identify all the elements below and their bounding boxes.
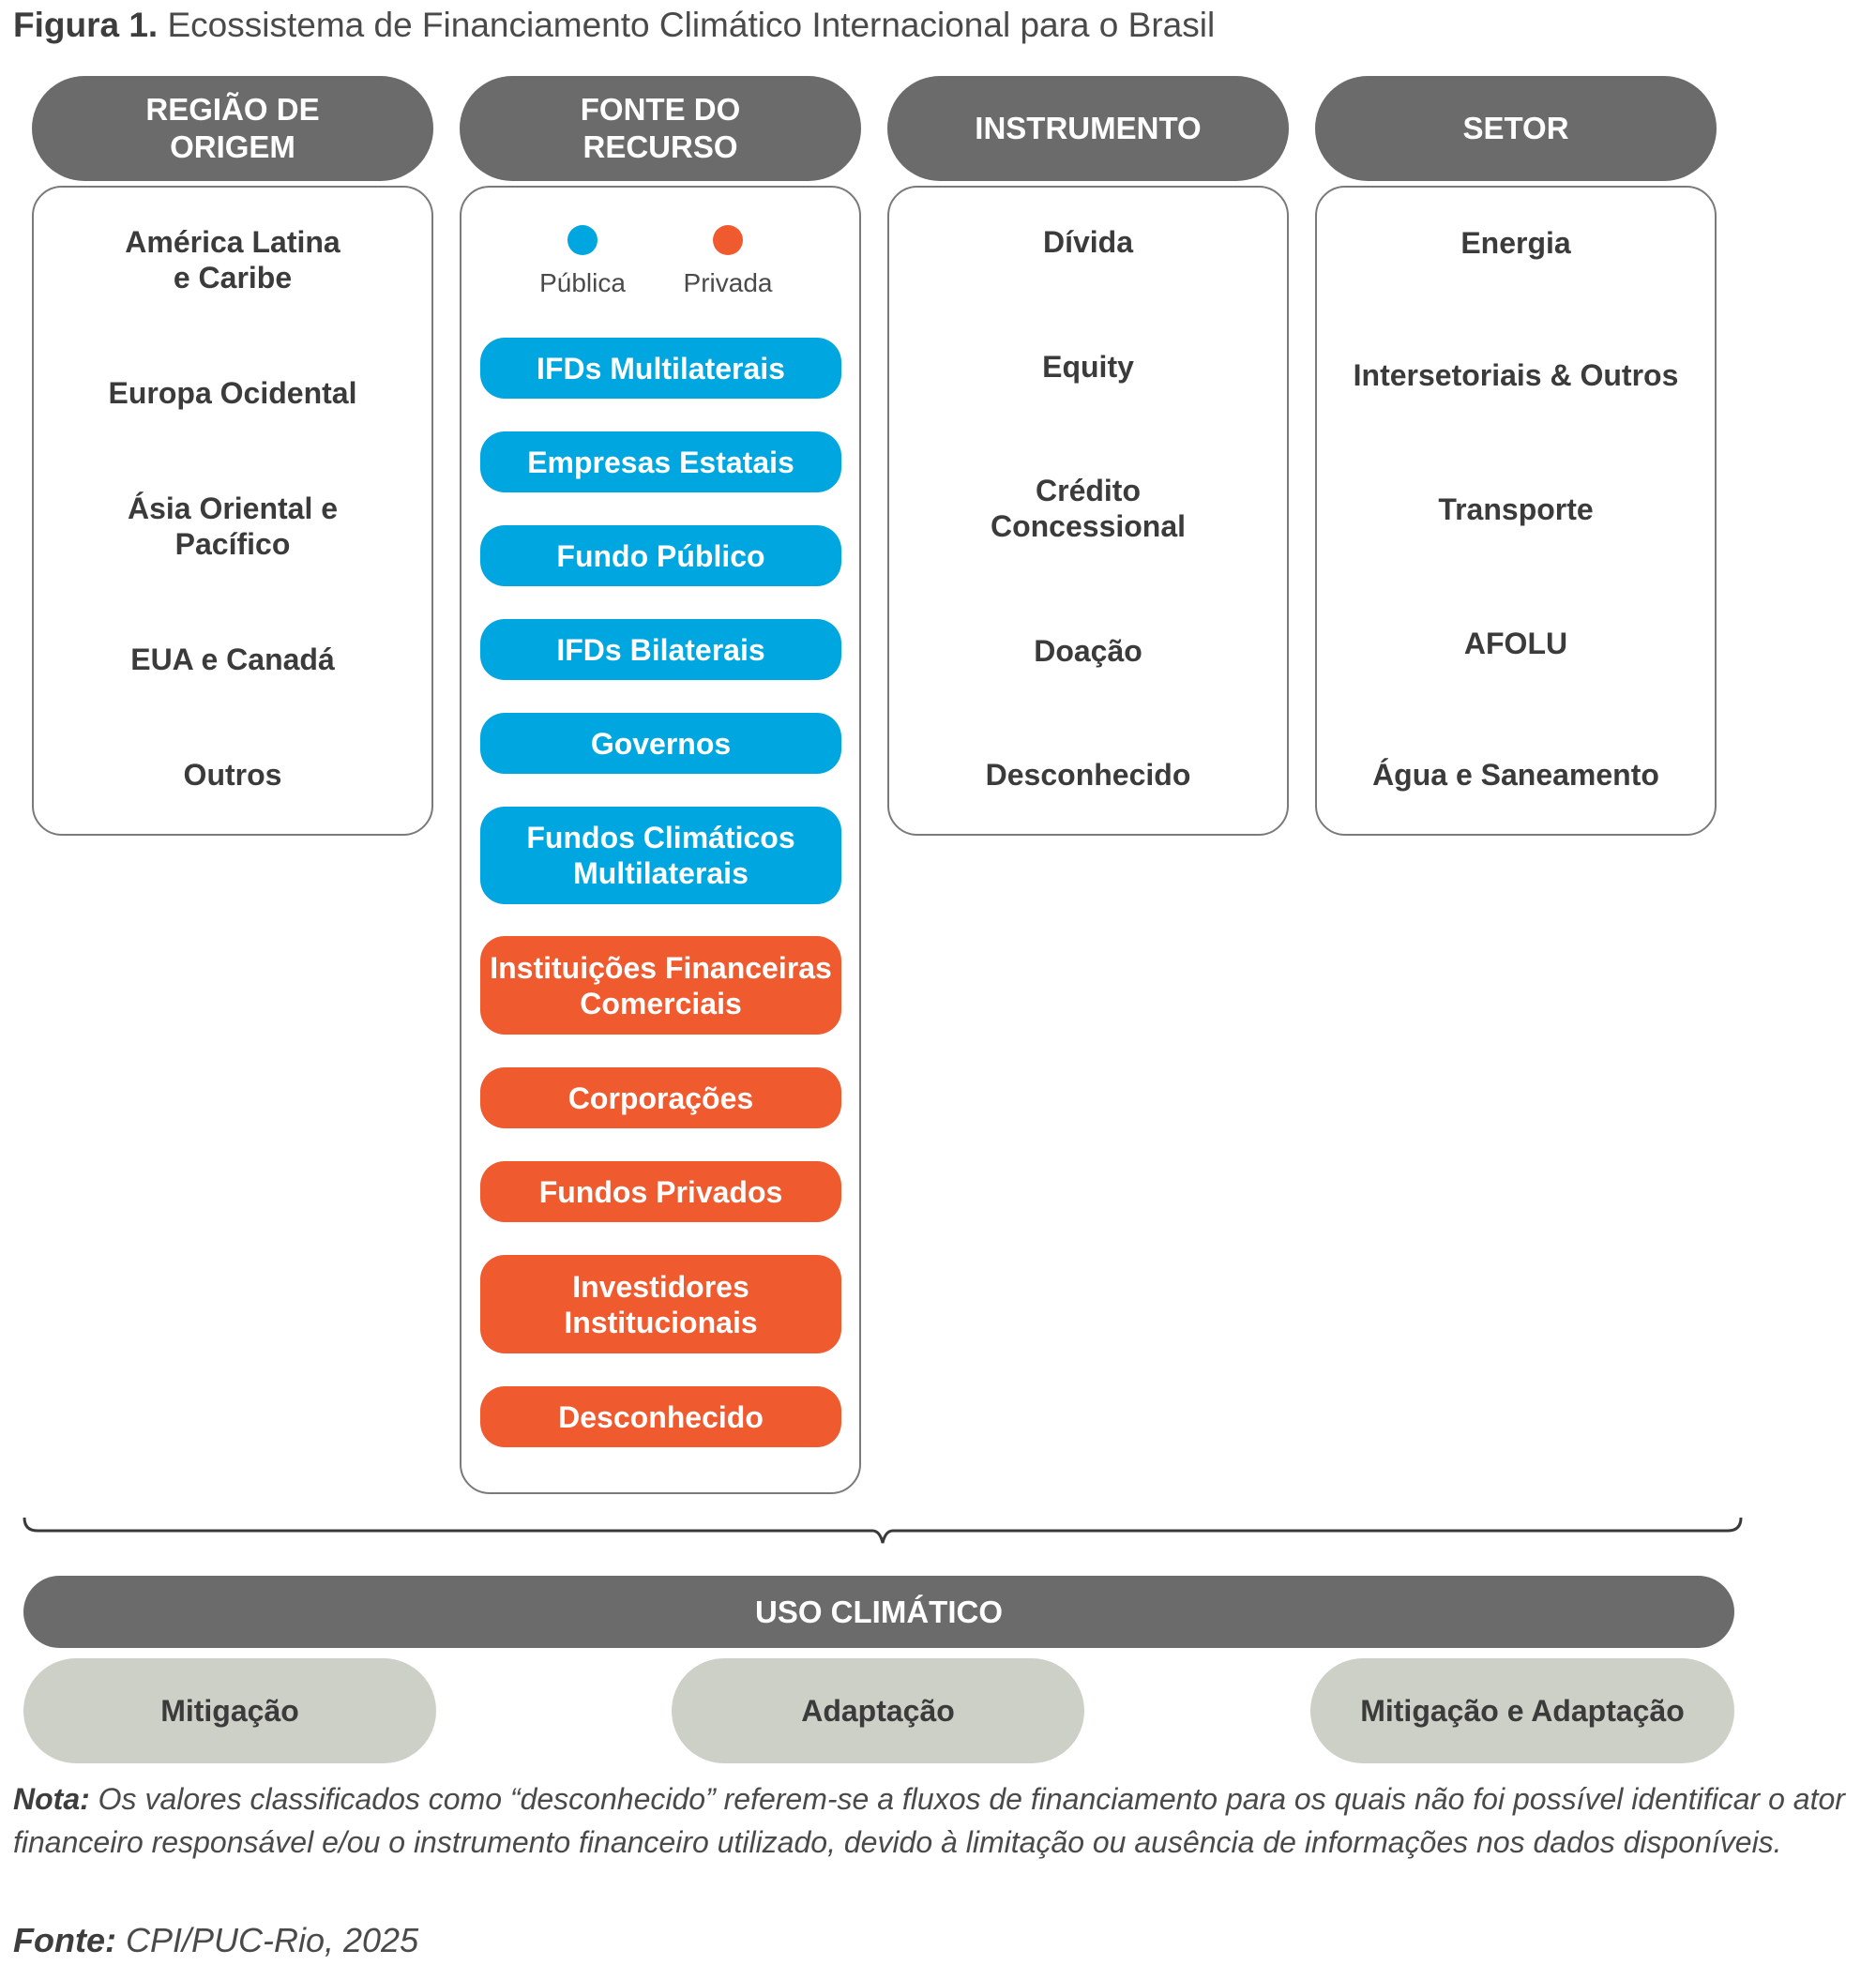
source-label: Fonte: [13,1921,116,1959]
sector-transporte: Transporte [1438,492,1594,526]
region-east-asia-line1: Ásia Oriental e [127,491,339,525]
legend-public-label: Pública [539,268,626,297]
legend-private-label: Privada [683,268,773,297]
source-instituicoes-line1: Instituições Financeiras [490,950,832,985]
note-text: Os valores classificados como “desconhec… [13,1782,1845,1859]
instrument-equity: Equity [1042,350,1134,384]
source-ifds-bilaterais: IFDs Bilaterais [480,619,841,680]
source-fundo-publico: Fundo Público [480,525,841,586]
region-east-asia-line2: Pacífico [174,527,291,561]
box-setor [1315,186,1717,836]
source-text: CPI/PUC-Rio, 2025 [115,1921,419,1959]
legend-private-dot [713,225,743,255]
source-fundos-privados: Fundos Privados [480,1161,841,1222]
note-label: Nota: [13,1782,90,1816]
instrument-credito-line1: Crédito [1036,474,1141,507]
instrument-desconhecido: Desconhecido [985,758,1191,792]
figure-title: Figura 1. Ecossistema de Financiamento C… [13,6,1215,45]
curly-brace [23,1517,1743,1544]
source-governos: Governos [480,713,841,774]
source-empresas-estatais: Empresas Estatais [480,431,841,492]
header-uso-climatico: USO CLIMÁTICO [23,1576,1734,1648]
use-mitigacao-e-adaptacao: Mitigação e Adaptação [1310,1658,1734,1763]
box-regiao-de-origem [32,186,433,836]
figure-title-text: Ecossistema de Financiamento Climático I… [167,6,1216,44]
box-instrumento [887,186,1289,836]
source-instituicoes-line2: Comerciais [580,986,742,1020]
region-usa-canada: EUA e Canadá [130,642,335,676]
source: Fonte: CPI/PUC-Rio, 2025 [13,1921,418,1960]
instrument-doacao: Doação [1034,634,1142,668]
sector-intersetoriais-outros: Intersetoriais & Outros [1353,358,1679,392]
instrument-credito-line2: Concessional [990,509,1187,543]
instrument-divida: Dívida [1042,225,1134,259]
header-instrumento: INSTRUMENTO [887,76,1289,181]
use-mitigacao: Mitigação [23,1658,436,1763]
header-setor: SETOR [1315,76,1717,181]
source-desconhecido: Desconhecido [480,1386,841,1447]
source-corporacoes: Corporações [480,1067,841,1128]
note: Nota: Os valores classificados como “des… [13,1777,1852,1864]
header-fonte-line1: FONTE DO [580,92,741,128]
source-fundos-climaticos-line2: Multilaterais [573,856,749,890]
legend-public-dot [567,225,598,255]
source-investidores-line1: Investidores [572,1269,749,1304]
source-fundos-climaticos-line1: Fundos Climáticos [526,821,795,854]
source-investidores-line2: Institucionais [564,1305,758,1339]
sector-agua-saneamento: Água e Saneamento [1372,758,1659,792]
sector-energia: Energia [1460,226,1571,260]
header-fonte-line2: RECURSO [582,129,738,164]
region-western-europe: Europa Ocidental [108,376,357,410]
use-adaptacao: Adaptação [672,1658,1084,1763]
source-ifds-multilaterais: IFDs Multilaterais [480,338,841,399]
sector-afolu: AFOLU [1463,627,1568,660]
header-regiao-line1: REGIÃO DE [145,92,320,128]
figure-label: Figura 1. [13,6,159,44]
region-latin-america-line2: e Caribe [173,261,293,295]
header-regiao-line2: ORIGEM [170,129,295,164]
region-latin-america-line1: América Latina [125,225,340,259]
region-others: Outros [183,758,282,792]
